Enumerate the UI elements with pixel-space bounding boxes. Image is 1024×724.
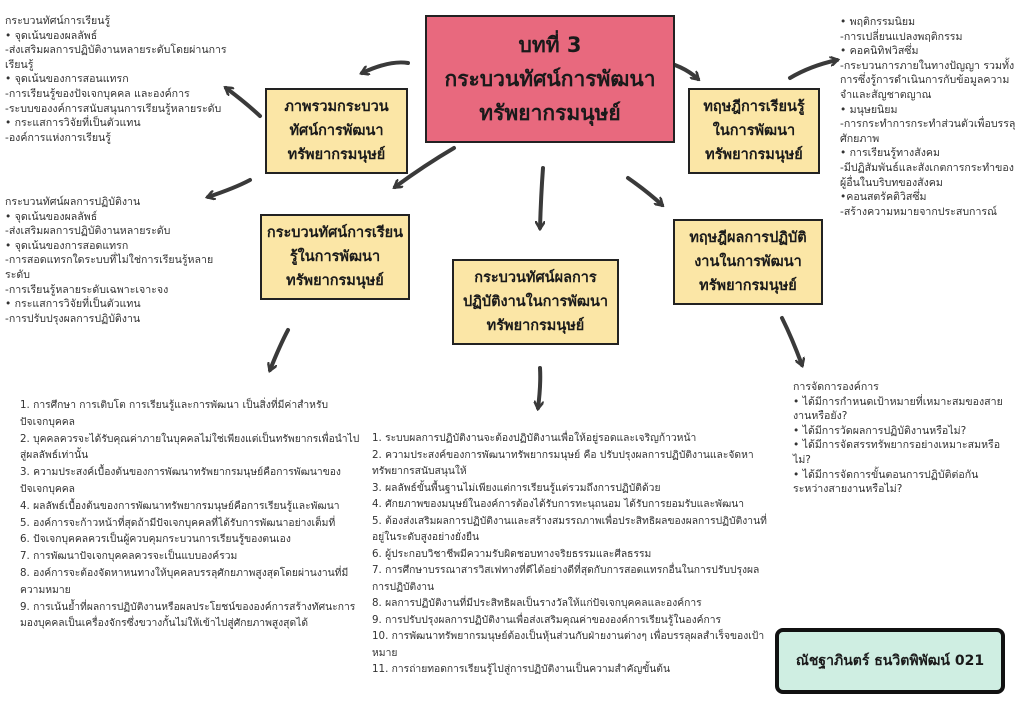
note-line: -การกระทำการกระทำส่วนตัวเพื่อบรรลุศักยภา… [840,118,1016,145]
note-line: -การปรับปรุงผลการปฏิบัติงาน [5,312,141,325]
note-line: • จุดเน้นของผลลัพธ์ [5,210,98,223]
arrow-overview-to-performance-notes [208,178,252,197]
learning-theory-box: ทฤษฎีการเรียนรู้ ในการพัฒนา ทรัพยากรมนุษ… [688,88,820,174]
list-item: 4. ผลลัพธ์เบื้องต้นของการพัฒนาทรัพยากรมน… [20,499,340,512]
overview-box: ภาพรวมกระบวน ทัศน์การพัฒนา ทรัพยากรมนุษย… [265,88,408,174]
note-line: • คอคนิทิฟวิสซึ่ม [840,45,919,58]
note-line: กระบวนทัศน์ผลการปฏิบัติงาน [5,196,141,208]
learning-theory-notes: • พฤติกรรมนิยม -การเปลี่ยนแปลงพฤติกรรม •… [840,15,1020,219]
list-item: 9. การปรับปรุงผลการปฏิบัติงานเพื่อส่งเสร… [372,613,722,626]
note-line: •คอนสตรัคติวิสซึ่ม [840,191,927,204]
arrow-center-to-performance-theory [626,176,662,205]
note-line: • กระแสการวิจัยที่เป็นตัวแทน [5,298,141,311]
list-item: 8. องค์การจะต้องจัดหาหนทางให้บุคคลบรรลุศ… [20,566,349,596]
list-item: 3. ความประสงค์เบื้องต้นของการพัฒนาทรัพยา… [20,466,341,495]
arrow-learning-paradigm-to-list [270,328,290,370]
note-line: • กระแสการวิจัยที่เป็นตัวแทน [5,117,141,130]
note-line: -ระบบของงค์การสนับสนุนการเรียนรู้หลายระด… [5,102,222,115]
list-item: 2. ความประสงค์ของการพัฒนาทรัพยากรมนุษย์ … [372,448,754,478]
performance-theory-notes: การจัดการองค์การ • ได้มีการกำหนดเป้าหมาย… [793,380,1008,497]
note-line: • จุดเน้นของการสอนแทรก [5,73,129,86]
note-line: -การเรียนรู้ของปัจเจกบุคคล และองค์การ [5,87,190,100]
note-line: -กระบวนการภายในทางปัญญา รวมทั้งการซึ่งรู… [840,59,1015,101]
note-line: • จุดเน้นของการสอดแทรก [5,239,129,252]
note-line: -ส่งเสริมผลการปฏิบัติงานหลายระดับ [5,225,171,238]
arrow-performance-paradigm-to-list [538,366,540,408]
list-item: 7. การพัฒนาปัจเจกบุคคลควรจะเป็นแบบองค์รว… [20,550,238,563]
learning-paradigm-notes: กระบวนทัศน์การเรียนรู้ • จุดเน้นของผลลัพ… [5,14,245,145]
note-line: • ได้มีการจัดการขั้นตอนการปฏิบัติต่อกันร… [793,468,979,496]
note-line: -มีปฏิสัมพันธ์และสังเกตการกระทำของผู้อื่… [840,161,1014,189]
arrow-performance-theory-to-notes [780,316,802,365]
list-item: 7. การศึกษาบรรณาสารวิสเฟทางที่ดีได้อย่าง… [372,564,760,593]
list-item: 10. การพัฒนาทรัพยากรมนุษย์ต้องเป็นหุ้นส่… [372,630,765,659]
note-line: -การเปลี่ยนแปลงพฤติกรรม [840,30,963,43]
list-item: 5. ต้องส่งเสริมผลการปฏิบัติงานและสร้างสม… [372,514,767,544]
arrow-learning-theory-to-notes [788,60,837,80]
list-item: 6. ปัจเจกบุคคลควรเป็นผู้ควบคุมกระบวนการเ… [20,533,291,546]
note-line: • การเรียนรู้ทางสังคม [840,147,940,160]
list-item: 6. ผู้ประกอบวิชาชีพมีความรับผิดชอบทางจริ… [372,547,652,560]
learning-paradigm-list: 1. การศึกษา การเติบโต การเรียนรู้และการพ… [20,397,360,632]
arrow-center-to-learning-paradigm [395,146,456,189]
performance-paradigm-notes: กระบวนทัศน์ผลการปฏิบัติงาน • จุดเน้นของผ… [5,195,230,326]
list-item: 1. การศึกษา การเติบโต การเรียนรู้และการพ… [20,399,329,428]
list-item: 8. ผลการปฏิบัติงานที่มีประสิทธิผลเป็นราง… [372,597,702,609]
list-item: 9. การเน้นย้ำที่ผลการปฏิบัติงานหรือผลประ… [20,600,356,630]
arrow-center-to-overview [362,60,410,73]
performance-paradigm-list: 1. ระบบผลการปฏิบัติงานจะต้องปฏิบัติงานเพ… [372,430,770,678]
list-item: 11. การถ่ายทอดการเรียนรู้ไปสู่การปฏิบัติ… [372,663,671,675]
performance-theory-box: ทฤษฎีผลการปฏิบัติ งานในการพัฒนา ทรัพยากร… [673,219,823,305]
note-line: • ได้มีการจัดสรรทรัพยากรอย่างเหมาะสมหรือ… [793,439,1001,466]
note-line: • ได้มีการวัดผลการปฏิบัติงานหรือไม่? [793,424,967,437]
note-line: -สร้างความหมายจากประสบการณ์ [840,205,997,218]
arrow-center-to-performance-paradigm [540,166,543,228]
list-item: 1. ระบบผลการปฏิบัติงานจะต้องปฏิบัติงานเพ… [372,432,697,444]
list-item: 3. ผลลัพธ์ขั้นพื้นฐานไม่เพียงแต่การเรียน… [372,481,661,494]
note-line: • มนุษยนิยม [840,103,898,116]
list-item: 4. ศักยภาพของมนุษย์ในองค์การต้องได้รับกา… [372,498,745,510]
central-topic: บทที่ 3 กระบวนทัศน์การพัฒนา ทรัพยากรมนุษ… [425,15,675,143]
note-line: • ได้มีการกำหนดเป้าหมายที่เหมาะสมของสายง… [793,395,1003,423]
list-item: 5. องค์การจะก้าวหน้าที่สุดถ้ามีปัจเจกบุค… [20,516,336,529]
note-line: -องค์การแห่งการเรียนรู้ [5,131,111,144]
note-line: • พฤติกรรมนิยม [840,16,916,28]
note-line: • จุดเน้นของผลลัพธ์ [5,29,98,42]
performance-paradigm-box: กระบวนทัศน์ผลการ ปฏิบัติงานในการพัฒนา ทร… [452,259,619,345]
note-line: -ส่งเสริมผลการปฏิบัติงานหลายระดับโดยผ่าน… [5,44,227,71]
learning-paradigm-box: กระบวนทัศน์การเรียน รู้ในการพัฒนา ทรัพยา… [260,214,410,300]
note-line: -การสอดแทรกใดระบบที่ไม่ใช่การเรียนรู้หลา… [5,254,214,281]
list-item: 2. บุคคลควรจะได้รับคุณค่าภายในบุคคลไม่ใช… [20,432,360,462]
arrow-overview-to-learning-notes [226,86,262,118]
note-line: -การเรียนรู้หลายระดับเฉพาะเจาะจง [5,283,169,296]
author-name-box: ณัชฐาภินตร์ ธนวิตพิพัฒน์ 021 [775,628,1005,694]
note-line: กระบวนทัศน์การเรียนรู้ [5,15,111,27]
note-line: การจัดการองค์การ [793,381,879,393]
